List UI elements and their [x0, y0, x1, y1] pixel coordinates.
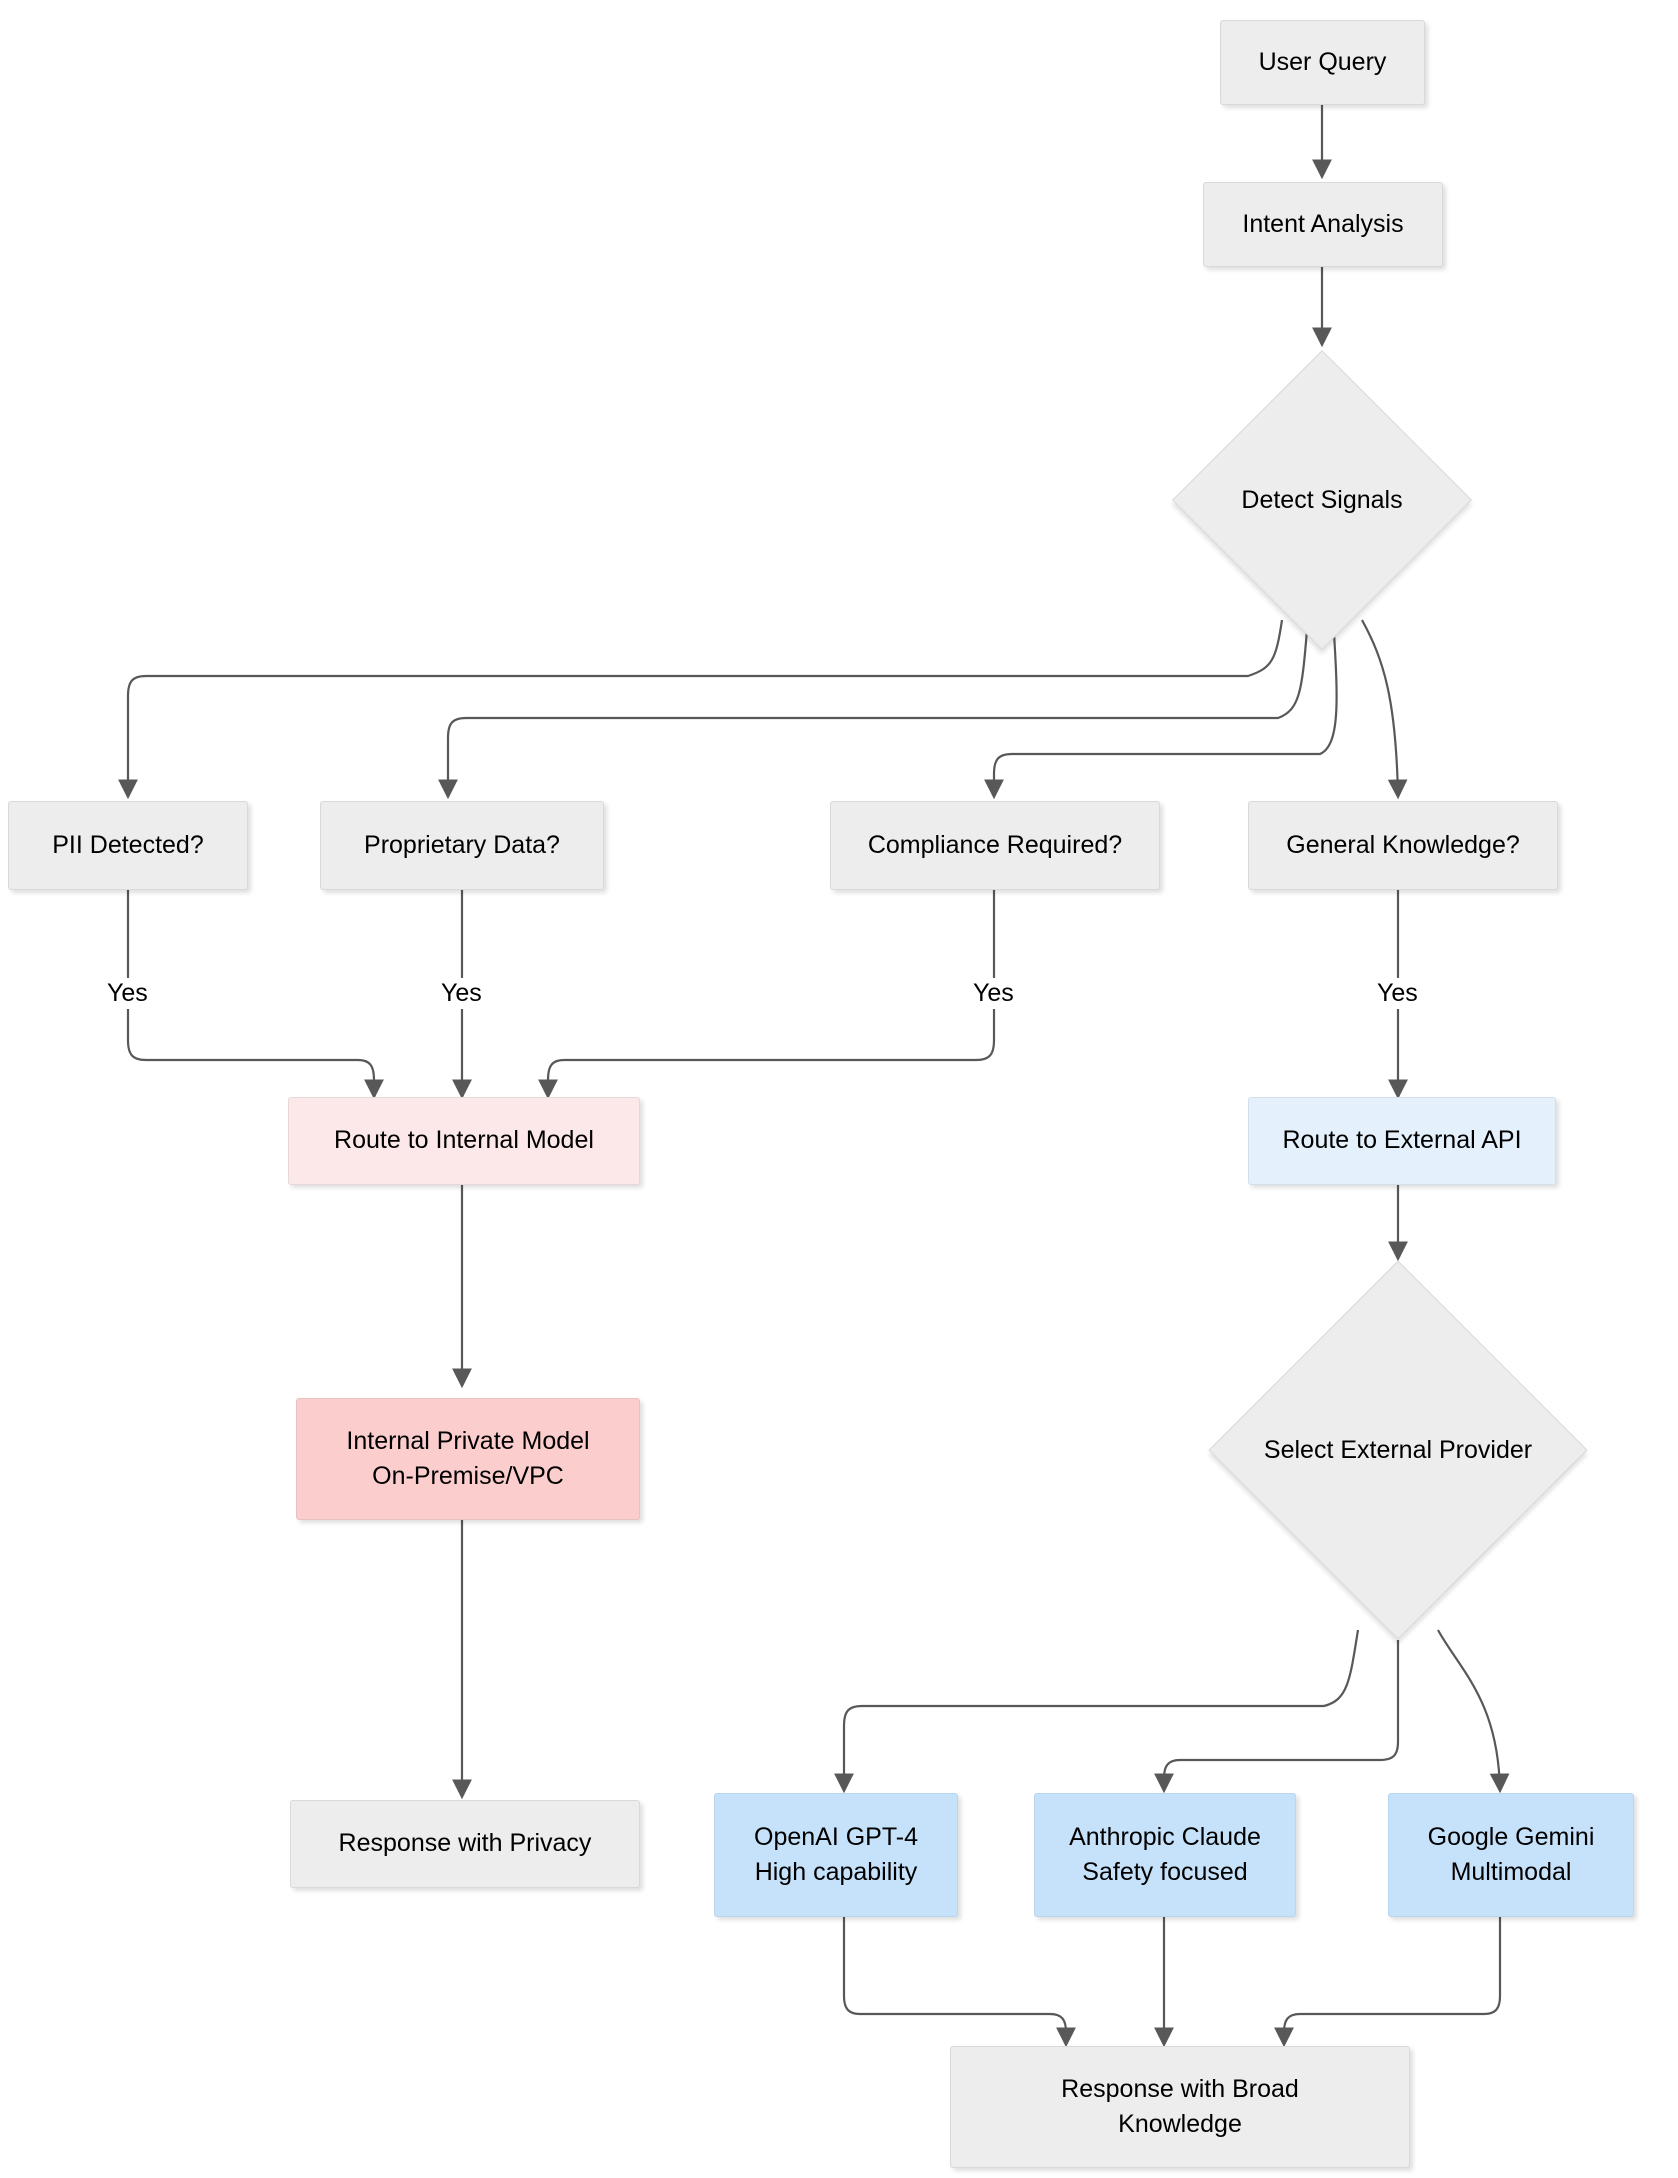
node-select-provider-label: Select External Provider — [1263, 1435, 1533, 1464]
node-internal-model-label-line1: Internal Private Model — [346, 1426, 590, 1455]
node-response-with-broad-knowledge[interactable]: Response with Broad Knowledge — [950, 2046, 1410, 2168]
edge-openai-to-response-broad — [842, 1917, 1076, 2048]
node-google-gemini[interactable]: Google Gemini Multimodal — [1388, 1793, 1634, 1917]
node-anthropic-claude[interactable]: Anthropic Claude Safety focused — [1034, 1793, 1296, 1917]
node-compliance-required-label: Compliance Required? — [867, 830, 1123, 859]
node-route-to-external-api[interactable]: Route to External API — [1248, 1097, 1556, 1185]
node-detect-signals[interactable]: Detect Signals — [1172, 350, 1472, 650]
node-openai-label-line1: OpenAI GPT-4 — [754, 1822, 918, 1851]
node-openai-label-line2: High capability — [754, 1858, 918, 1886]
edge-pii-to-route-internal — [126, 890, 384, 1100]
edge-detect-to-compliance — [984, 632, 1338, 800]
edge-select-to-gemini — [1437, 1629, 1510, 1794]
edge-label-proprietary-yes: Yes — [436, 978, 487, 1009]
node-route-external-label: Route to External API — [1282, 1126, 1522, 1155]
node-select-external-provider[interactable]: Select External Provider — [1198, 1260, 1598, 1640]
node-gemini-label-line2: Multimodal — [1450, 1858, 1572, 1886]
node-proprietary-data-label: Proprietary Data? — [364, 830, 560, 859]
edge-select-to-openai — [834, 1629, 1360, 1794]
node-internal-model-label-line2: On-Premise/VPC — [372, 1462, 564, 1490]
edge-label-pii-yes: Yes — [102, 978, 153, 1009]
node-anthropic-label-line2: Safety focused — [1082, 1858, 1248, 1886]
edge-select-to-anthropic — [1154, 1640, 1400, 1794]
node-compliance-required[interactable]: Compliance Required? — [830, 801, 1160, 890]
node-general-knowledge[interactable]: General Knowledge? — [1248, 801, 1558, 890]
node-internal-private-model[interactable]: Internal Private Model On-Premise/VPC — [296, 1398, 640, 1520]
edge-compliance-to-route-internal — [538, 890, 996, 1100]
edge-detect-to-pii — [118, 619, 1284, 800]
edge-label-compliance-yes: Yes — [968, 978, 1019, 1009]
node-detect-signals-label: Detect Signals — [1241, 485, 1403, 514]
node-intent-analysis-label: Intent Analysis — [1242, 209, 1404, 238]
node-anthropic-label-line1: Anthropic Claude — [1069, 1822, 1261, 1851]
node-pii-detected-label: PII Detected? — [52, 830, 204, 859]
node-route-internal-label: Route to Internal Model — [334, 1126, 594, 1155]
node-gemini-label-line1: Google Gemini — [1427, 1822, 1595, 1851]
node-response-privacy-label: Response with Privacy — [338, 1829, 592, 1858]
edge-detect-to-proprietary — [438, 629, 1309, 800]
node-general-knowledge-label: General Knowledge? — [1286, 830, 1520, 859]
node-user-query-label: User Query — [1258, 47, 1387, 76]
node-response-broad-label-line2: Knowledge — [1118, 2110, 1242, 2138]
node-openai-gpt4[interactable]: OpenAI GPT-4 High capability — [714, 1793, 958, 1917]
node-intent-analysis[interactable]: Intent Analysis — [1203, 182, 1443, 267]
node-proprietary-data[interactable]: Proprietary Data? — [320, 801, 604, 890]
node-pii-detected[interactable]: PII Detected? — [8, 801, 248, 890]
node-response-with-privacy[interactable]: Response with Privacy — [290, 1800, 640, 1888]
node-response-broad-label-line1: Response with Broad — [1061, 2074, 1299, 2103]
node-user-query[interactable]: User Query — [1220, 20, 1425, 105]
node-route-to-internal-model[interactable]: Route to Internal Model — [288, 1097, 640, 1185]
edge-label-general-yes: Yes — [1372, 978, 1423, 1009]
edge-gemini-to-response-broad — [1274, 1917, 1502, 2048]
